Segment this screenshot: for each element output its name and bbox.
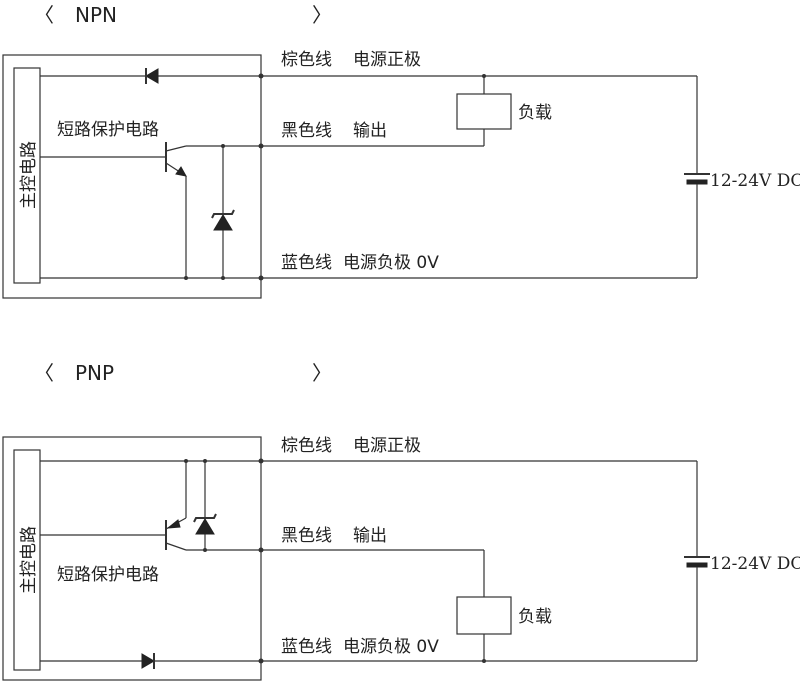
npn-junction-zener-bottom xyxy=(221,276,225,280)
pnp-blue-wire-label: 蓝色线 xyxy=(281,637,332,657)
pnp-junction-zener-bottom xyxy=(203,548,207,552)
npn-brown-desc: 电源正极 xyxy=(353,50,421,70)
pnp-supply-label: 12-24V DC xyxy=(710,554,800,574)
pnp-title-close: 〉 xyxy=(312,361,332,385)
npn-black-wire-label: 黑色线 xyxy=(281,121,332,141)
npn-zener-diode-icon xyxy=(211,209,235,231)
npn-load-label: 负载 xyxy=(518,103,552,123)
npn-black-desc: 输出 xyxy=(353,121,387,141)
pnp-main-control-label: 主控电路 xyxy=(19,526,39,594)
pnp-title: PNP xyxy=(75,361,114,385)
npn-supply-label: 12-24V DC xyxy=(710,171,800,191)
pnp-battery-icon xyxy=(684,556,710,568)
pnp-zener-diode-icon xyxy=(193,513,217,535)
npn-short-circuit-label: 短路保护电路 xyxy=(57,120,159,140)
pnp-main-control-box xyxy=(13,449,41,671)
pnp-load-box xyxy=(456,596,512,635)
pnp-brown-desc: 电源正极 xyxy=(353,436,421,456)
pnp-load-label: 负载 xyxy=(518,607,552,627)
npn-terminal-black xyxy=(258,143,264,149)
pnp-black-wire-label: 黑色线 xyxy=(281,526,332,546)
pnp-terminal-blue xyxy=(258,658,264,664)
npn-blue-desc: 电源负极 0V xyxy=(343,253,439,273)
npn-transistor-icon xyxy=(165,142,187,177)
pnp-terminal-black xyxy=(258,547,264,553)
npn-junction-emitter xyxy=(184,276,188,280)
npn-title-open: 〈 xyxy=(34,3,54,27)
npn-terminal-brown xyxy=(258,73,264,79)
npn-top-diode-icon xyxy=(145,68,159,84)
npn-title-close: 〉 xyxy=(312,3,332,27)
npn-brown-wire-label: 棕色线 xyxy=(281,50,332,70)
npn-terminal-blue xyxy=(258,275,264,281)
pnp-blue-desc: 电源负极 0V xyxy=(343,637,439,657)
pnp-brown-wire-label: 棕色线 xyxy=(281,436,332,456)
pnp-transistor-icon xyxy=(165,517,187,551)
npn-main-control-label: 主控电路 xyxy=(19,141,39,209)
npn-load-box xyxy=(456,93,512,130)
pnp-section: 〈 PNP 〉 主控电路 棕色线 电源正极 黑色 xyxy=(2,361,800,681)
pnp-sensor-enclosure xyxy=(2,436,262,681)
npn-blue-wire-label: 蓝色线 xyxy=(281,253,332,273)
npn-sensor-enclosure xyxy=(2,54,262,299)
pnp-terminal-brown xyxy=(258,458,264,464)
pnp-short-circuit-label: 短路保护电路 xyxy=(57,565,159,585)
npn-main-control-box xyxy=(13,67,41,284)
npn-section: 〈 NPN 〉 主控电路 棕色线 电源正极 负载 短路保护电路 xyxy=(2,3,800,299)
pnp-title-open: 〈 xyxy=(34,361,54,385)
pnp-bottom-diode-icon xyxy=(141,653,155,669)
npn-battery-icon xyxy=(684,173,710,185)
pnp-black-desc: 输出 xyxy=(353,526,387,546)
npn-title: NPN xyxy=(75,3,117,27)
pnp-junction-load-bottom xyxy=(482,659,486,663)
